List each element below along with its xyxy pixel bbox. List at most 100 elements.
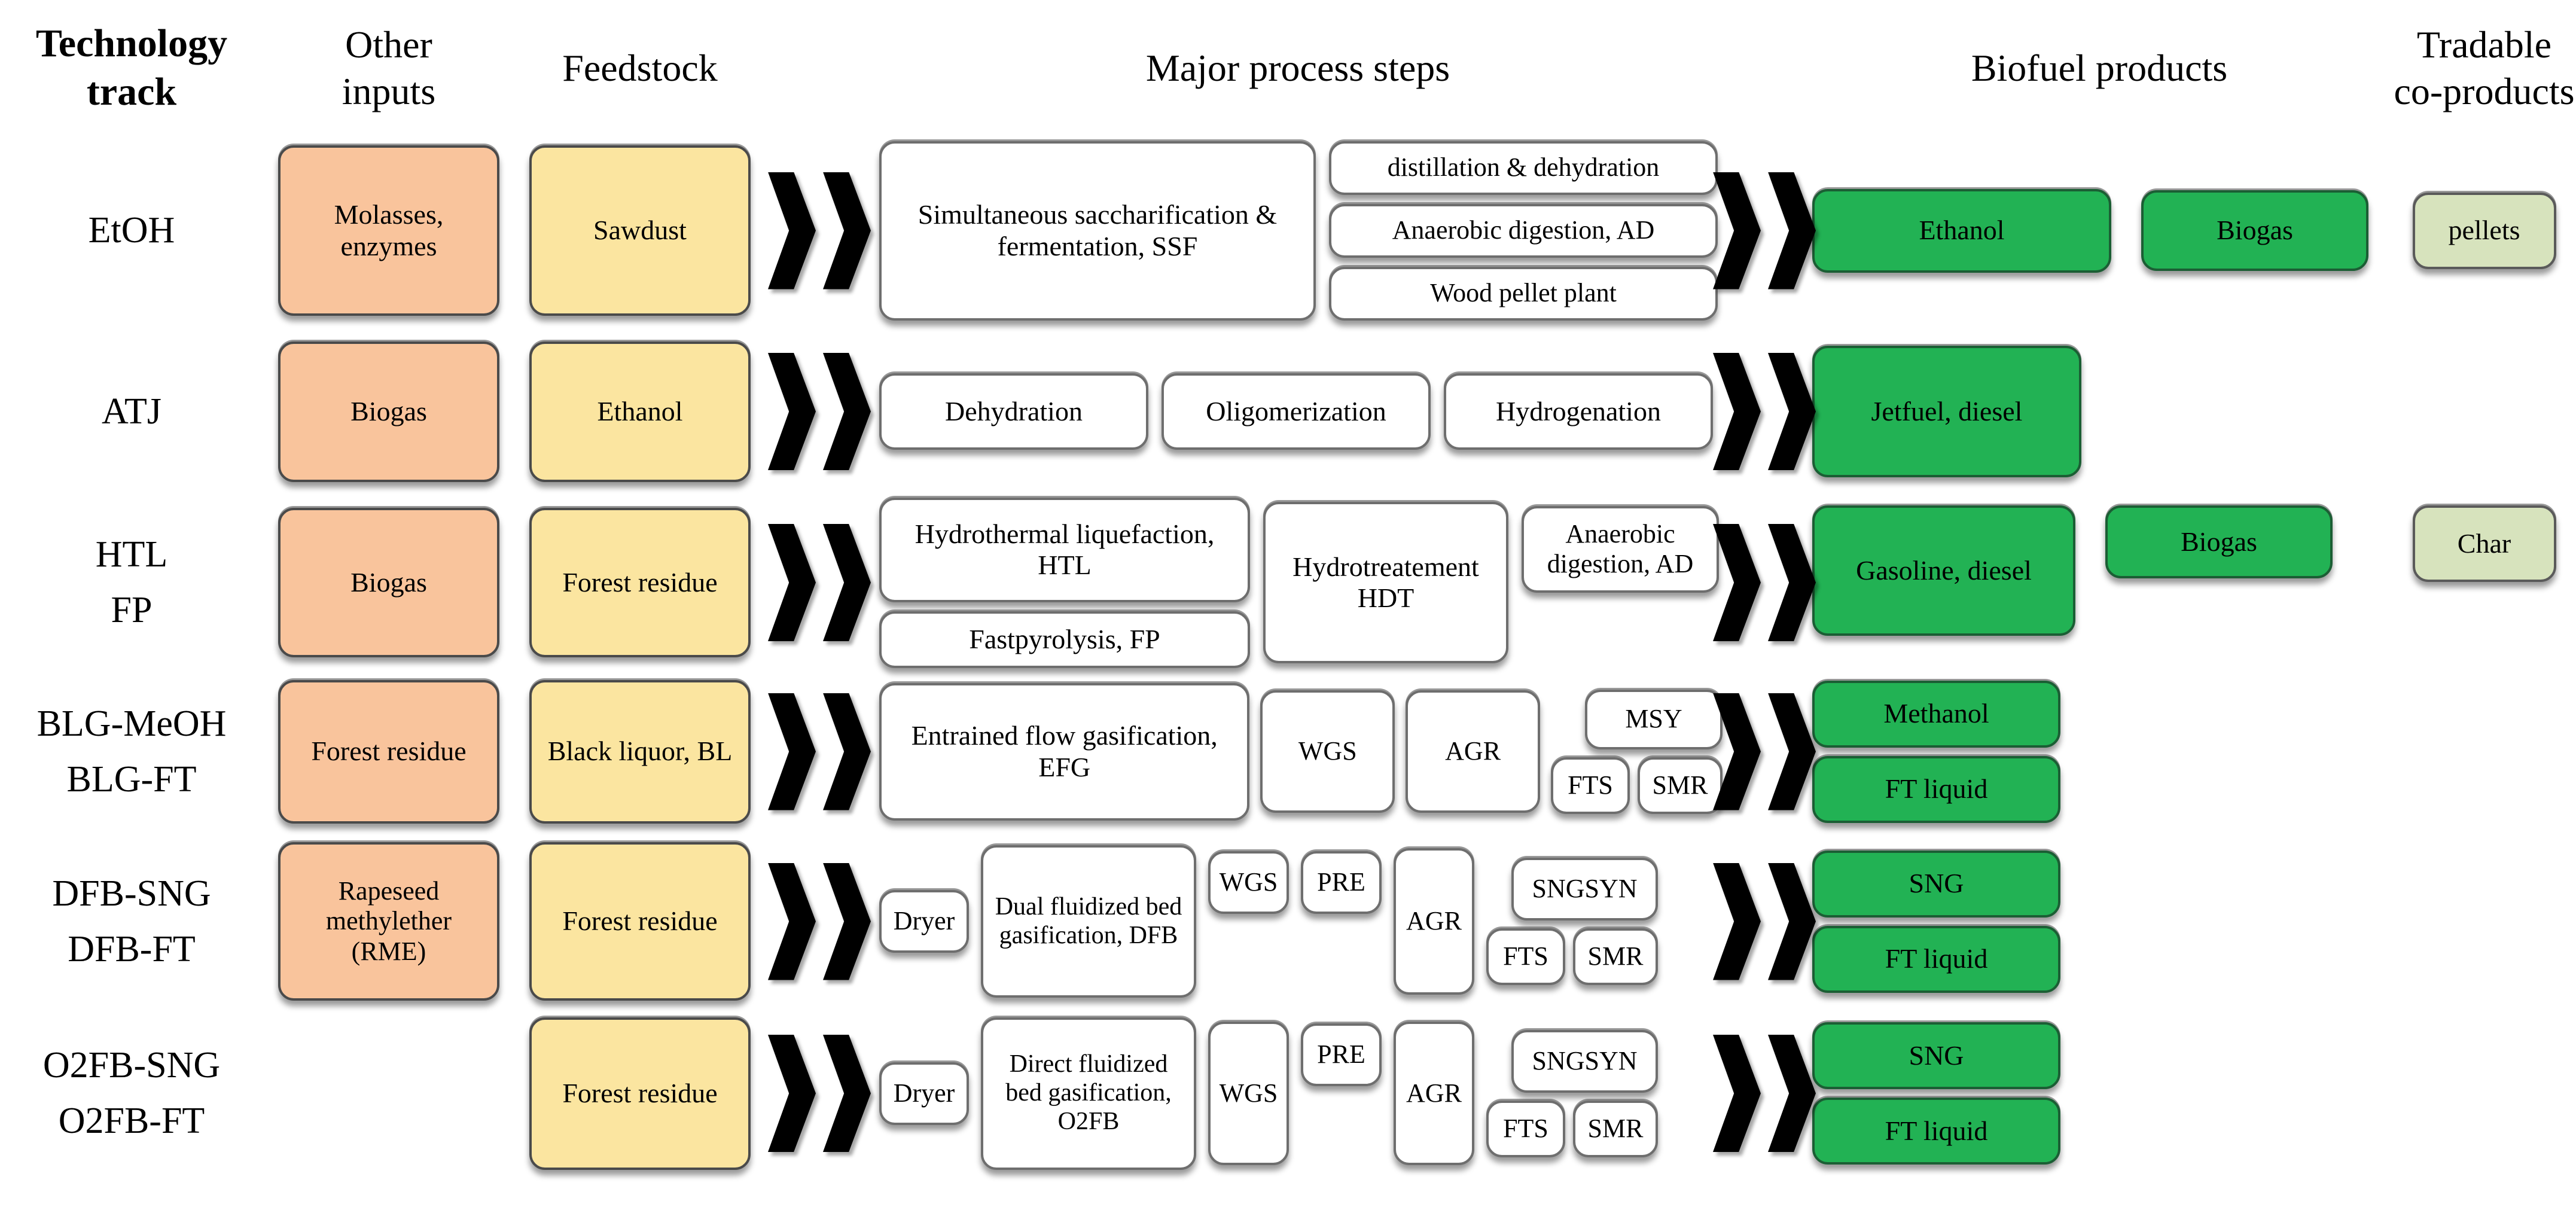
co-products-cell bbox=[2392, 675, 2576, 828]
co-products-cell: pellets bbox=[2392, 136, 2576, 325]
products-group: Ethanol Biogas bbox=[1812, 188, 2368, 273]
feedstock-cell: Black liquor, BL bbox=[514, 675, 766, 828]
process-step-box: distillation & dehydration bbox=[1329, 141, 1718, 195]
chevron-icon bbox=[1713, 172, 1761, 289]
process-step-box: Hydrothermal liquefaction, HTL bbox=[879, 497, 1250, 602]
other-input-cell: Rapeseed methylether (RME) bbox=[263, 836, 514, 1007]
column-header-biofuel-products: Biofuel products bbox=[1971, 46, 2228, 89]
track-label-htl-fp: HTL FP bbox=[95, 534, 168, 630]
process-cell: Dryer Direct fluidized bed gasification,… bbox=[873, 1015, 1723, 1172]
chevron-icon bbox=[823, 862, 871, 980]
track-label-atj: ATJ bbox=[102, 391, 161, 432]
product-box: SNG bbox=[1812, 1022, 2060, 1089]
feedstock-box: Forest residue bbox=[529, 842, 751, 1001]
chevron-icon bbox=[823, 524, 871, 641]
process-cell: Dryer Dual fluidized bed gasification, D… bbox=[873, 836, 1723, 1007]
process-step-box: Direct fluidized bed gasification, O2FB bbox=[981, 1017, 1196, 1170]
products-group: Gasoline, diesel Biogas bbox=[1812, 505, 2333, 636]
co-product-box: Char bbox=[2412, 505, 2556, 582]
column-header-other-inputs: Other inputs bbox=[342, 23, 436, 112]
process-cluster: SNGSYN FTS SMR bbox=[1486, 1029, 1658, 1157]
products-cell: SNG FT liquid bbox=[1806, 1015, 2392, 1172]
column-header-technology-track: Technology track bbox=[35, 22, 228, 114]
process-cluster-bottom: FTS SMR bbox=[1486, 928, 1658, 985]
chevron-icon bbox=[1768, 353, 1816, 470]
process-cluster-bottom: FTS SMR bbox=[1551, 757, 1723, 814]
process-step-box: FTS bbox=[1486, 928, 1565, 985]
chevron-icon bbox=[1768, 1035, 1816, 1152]
process-step-box: PRE bbox=[1301, 1023, 1382, 1086]
other-input-cell: Biogas bbox=[263, 333, 514, 490]
products-cell: SNG FT liquid bbox=[1806, 836, 2392, 1007]
process-step-box: Dual fluidized bed gasification, DFB bbox=[981, 845, 1196, 998]
process-group: Dryer Direct fluidized bed gasification,… bbox=[879, 1017, 1723, 1170]
co-products-cell bbox=[2392, 333, 2576, 490]
products-cell: Ethanol Biogas bbox=[1806, 136, 2392, 325]
process-step-box: FTS bbox=[1486, 1100, 1565, 1157]
header-cell: Other inputs bbox=[263, 8, 514, 128]
process-step-box: Dehydration bbox=[879, 373, 1148, 450]
flow-arrow bbox=[1713, 172, 1816, 289]
chevron-icon bbox=[1713, 353, 1761, 470]
process-step-box: AGR bbox=[1394, 848, 1474, 995]
flow-arrow bbox=[1713, 862, 1816, 980]
feedstock-cell: Ethanol bbox=[514, 333, 766, 490]
process-step-box: Hydrotreatement HDT bbox=[1263, 502, 1508, 663]
product-box: Biogas bbox=[2105, 505, 2333, 578]
other-input-box: Forest residue bbox=[278, 679, 499, 824]
arrow-cell bbox=[766, 836, 873, 1007]
process-cell: Entrained flow gasification, EFG WGS AGR… bbox=[873, 675, 1723, 828]
feedstock-cell: Forest residue bbox=[514, 836, 766, 1007]
feedstock-cell: Sawdust bbox=[514, 136, 766, 325]
chevron-icon bbox=[768, 353, 816, 470]
products-cell: Jetfuel, diesel bbox=[1806, 333, 2392, 490]
flow-arrow bbox=[768, 862, 871, 980]
flow-arrow bbox=[1713, 353, 1816, 470]
product-box: FT liquid bbox=[1812, 925, 2060, 993]
arrow-cell bbox=[766, 1015, 873, 1172]
other-input-box: Biogas bbox=[278, 341, 499, 482]
arrow-cell bbox=[1713, 836, 1816, 1007]
product-box: Methanol bbox=[1812, 680, 2060, 748]
track-cell: O2FB-SNG O2FB-FT bbox=[0, 1015, 263, 1172]
header-cell: Major process steps bbox=[873, 8, 1723, 128]
feedstock-box: Forest residue bbox=[529, 1017, 751, 1170]
process-step-box: AGR bbox=[1406, 690, 1540, 813]
co-products-cell bbox=[2392, 836, 2576, 1007]
arrow-cell bbox=[766, 333, 873, 490]
track-label-blg: BLG-MeOH BLG-FT bbox=[36, 703, 227, 800]
process-step-box: Dryer bbox=[879, 1062, 969, 1125]
chevron-icon bbox=[823, 172, 871, 289]
other-input-box: Rapeseed methylether (RME) bbox=[278, 842, 499, 1001]
process-cluster: MSY FTS SMR bbox=[1551, 689, 1723, 814]
arrow-cell bbox=[766, 675, 873, 828]
feedstock-cell: Forest residue bbox=[514, 1015, 766, 1172]
feedstock-cell: Forest residue bbox=[514, 498, 766, 667]
chevron-icon bbox=[768, 862, 816, 980]
products-group: SNG FT liquid bbox=[1812, 1022, 2060, 1165]
other-input-cell bbox=[263, 1015, 514, 1172]
track-label-o2fb: O2FB-SNG O2FB-FT bbox=[42, 1045, 221, 1141]
product-box: FT liquid bbox=[1812, 755, 2060, 823]
chevron-icon bbox=[1768, 524, 1816, 641]
co-products-cell: Char bbox=[2392, 498, 2576, 667]
flow-arrow bbox=[768, 353, 871, 470]
flow-arrow bbox=[768, 693, 871, 810]
co-product-box: pellets bbox=[2412, 192, 2556, 269]
chevron-icon bbox=[1768, 862, 1816, 980]
process-step-box: SNGSYN bbox=[1511, 858, 1658, 921]
product-box: Jetfuel, diesel bbox=[1812, 346, 2081, 477]
process-stack: distillation & dehydration Anaerobic dig… bbox=[1329, 141, 1718, 321]
other-input-cell: Molasses, enzymes bbox=[263, 136, 514, 325]
header-cell: Feedstock bbox=[514, 8, 766, 128]
flow-arrow bbox=[768, 172, 871, 289]
feedstock-box: Black liquor, BL bbox=[529, 679, 751, 824]
co-products-cell bbox=[2392, 1015, 2576, 1172]
track-label-etoh: EtOH bbox=[88, 210, 175, 251]
track-label-dfb: DFB-SNG DFB-FT bbox=[52, 873, 211, 970]
arrow-cell bbox=[766, 498, 873, 667]
track-cell: DFB-SNG DFB-FT bbox=[0, 836, 263, 1007]
process-step-box: SMR bbox=[1573, 1100, 1658, 1157]
feedstock-box: Ethanol bbox=[529, 341, 751, 482]
feedstock-box: Forest residue bbox=[529, 508, 751, 657]
